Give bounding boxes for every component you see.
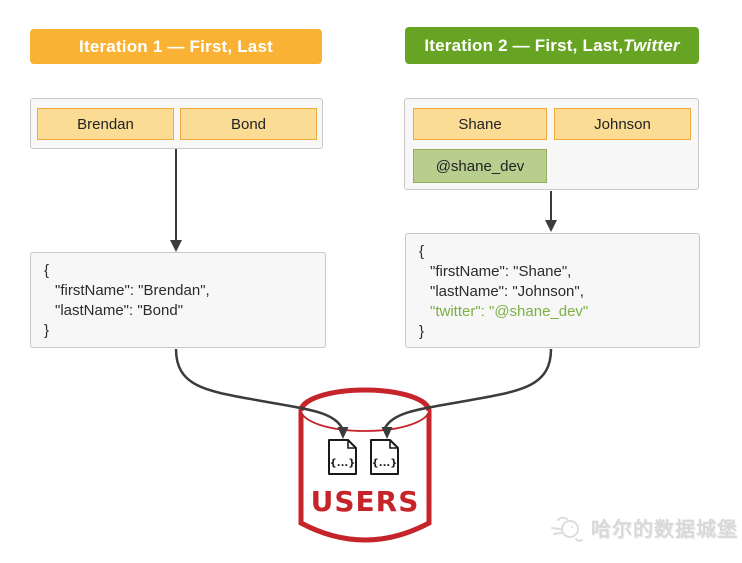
json2-last-name-line: "lastName": "Johnson", [430,283,584,300]
doc1-glyph: {...} [330,458,356,469]
iteration2-header: Iteration 2 — First, Last, Twitter [405,27,699,64]
json1-last-name-line: "lastName": "Bond" [55,302,184,319]
field-last-name-1-value: Bond [230,115,267,133]
arrow-fields1-to-json1 [170,149,182,252]
field-first-name-2-value: Shane [458,115,502,133]
watermark: 哈尔的数据城堡 [548,506,738,548]
iteration2-fields-panel: Shane Johnson @shane_dev [404,98,699,190]
field-twitter-value: @shane_dev [435,157,525,175]
field-last-name-2: Johnson [554,108,691,140]
field-first-name-1-value: Brendan [77,115,134,133]
field-last-name-2-value: Johnson [594,115,651,133]
database-name-label: USERS [310,485,420,518]
json1-open-brace: { [44,262,50,279]
arrow-fields2-to-json2 [545,191,557,232]
field-twitter: @shane_dev [413,149,547,183]
iteration1-title: Iteration 1 — First, Last [79,36,273,56]
field-last-name-1: Bond [180,108,317,140]
iteration1-fields-panel: Brendan Bond [30,98,323,149]
json1-close-brace: } [44,322,50,339]
json2-twitter-line: "twitter": "@shane_dev" [430,303,589,320]
doc2-glyph: {...} [372,458,398,469]
iteration2-title-twitter: Twitter [623,35,680,55]
field-first-name-1: Brendan [37,108,174,140]
field-first-name-2: Shane [413,108,547,140]
json2-open-brace: { [419,243,425,260]
arrow-json1-to-database [174,348,349,439]
json2-first-name-line: "firstName": "Shane", [430,263,572,280]
json1-first-name-line: "firstName": "Brendan", [55,282,210,299]
iteration1-json-box: { "firstName": "Brendan", "lastName": "B… [30,252,326,348]
json-document-icon-2: {...} [370,439,399,475]
json-document-icon-1: {...} [328,439,357,475]
iteration1-header: Iteration 1 — First, Last [30,29,322,64]
iteration2-json-box: { "firstName": "Shane", "lastName": "Joh… [405,233,700,348]
watermark-text: 哈尔的数据城堡 [591,516,738,541]
watermark-logo-icon [551,516,583,542]
arrow-json2-to-database [381,348,553,439]
iteration2-title-prefix: Iteration 2 — First, Last, [424,35,624,55]
json2-close-brace: } [419,323,425,340]
